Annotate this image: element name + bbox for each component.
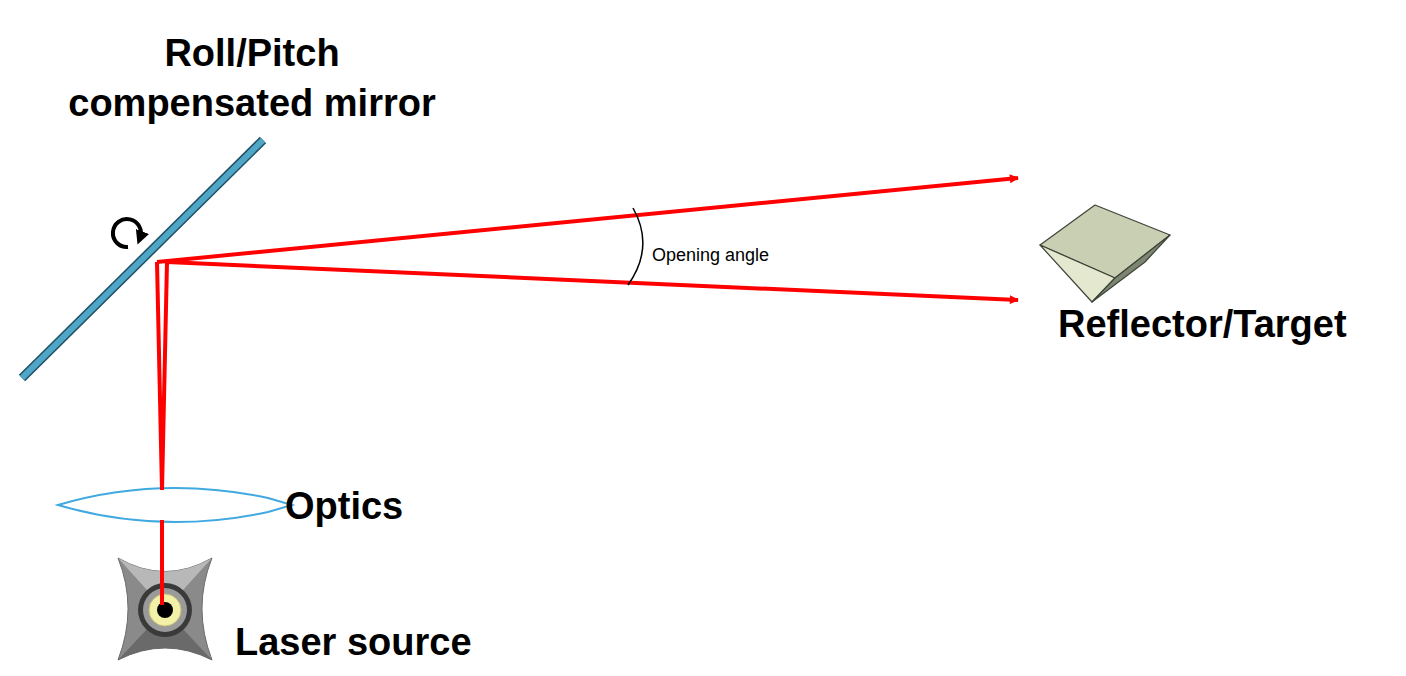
rotation-arrow [113,219,141,247]
part-name: Laser source [235,621,472,665]
angle-label: Opening angle [652,245,769,266]
part-name: Optics [285,485,403,529]
part-name: Reflector/Target [1058,303,1347,347]
mirror-face [22,140,263,378]
laser-beam [157,178,1018,605]
lens [58,488,292,522]
mirror [22,140,263,378]
angle-arc [628,208,643,285]
part-title: Roll/Pitch compensated mirror [52,28,452,128]
reflector-cube [1040,205,1170,302]
laser-source-icon [118,558,212,660]
